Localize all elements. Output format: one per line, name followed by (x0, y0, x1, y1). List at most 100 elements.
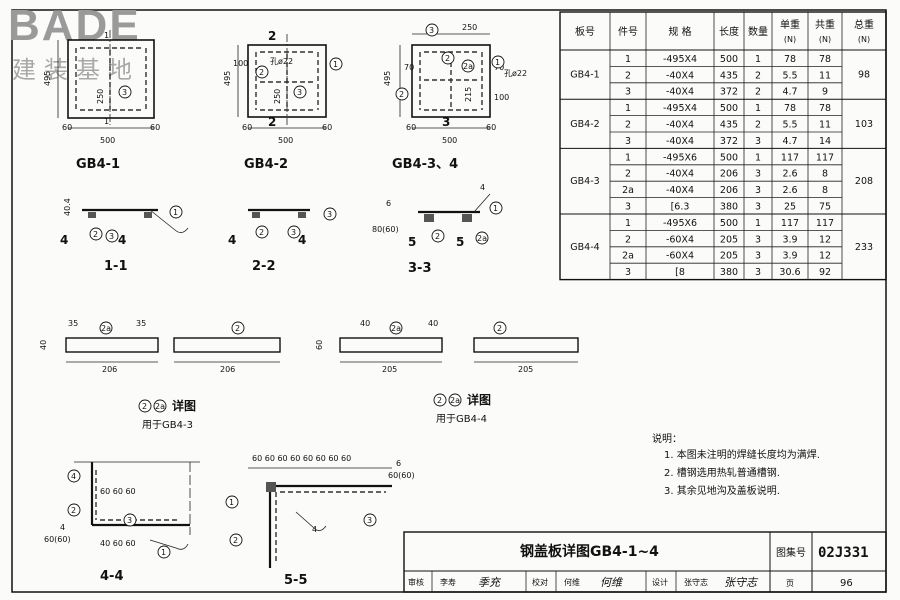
gb41-side-b: 60 (150, 123, 160, 132)
table-cell: 2 (625, 120, 631, 131)
tb-page-no: 96 (840, 578, 853, 589)
gb42-side-a: 60 (242, 123, 252, 132)
gb41-inner: 250 (96, 89, 105, 104)
svg-text:2: 2 (259, 228, 264, 237)
table-cell: 1 (755, 218, 761, 229)
table-cell: 2.6 (782, 169, 797, 180)
table-board-2: GB4-3 (570, 176, 599, 187)
table-header-6: 共重 (815, 18, 835, 31)
table-cell: 3 (625, 202, 631, 213)
s44-title: 4-4 (100, 569, 124, 584)
s44-dims-row: 60 60 60 (100, 487, 136, 496)
svg-text:1: 1 (333, 60, 338, 69)
d2-title: 详图 (467, 392, 491, 407)
table-unit-7: (N) (858, 35, 870, 44)
s55-dims-row: 60 60 60 60 60 60 60 60 (252, 454, 351, 463)
tb-designer: 张守志 (684, 577, 708, 587)
section-4-4: 60 60 60 40 60 60 4 60(60) 4 2 3 1 4-4 (44, 461, 200, 584)
s33-dim-b: 80(60) (372, 225, 399, 234)
tb-reviewer: 李寿 (440, 577, 456, 587)
svg-text:2: 2 (142, 402, 147, 411)
tb-atlas-no: 02J331 (818, 545, 869, 561)
svg-text:1: 1 (495, 58, 500, 67)
gb42-side-b: 60 (322, 123, 332, 132)
s33-title: 3-3 (408, 261, 432, 276)
table-cell: 30.6 (779, 267, 800, 278)
d2-use: 用于GB4-4 (436, 414, 487, 425)
d1-35b: 35 (136, 319, 146, 328)
svg-text:3: 3 (122, 88, 127, 97)
table-header-3: 长度 (719, 25, 739, 38)
plan-gb4-1: 500 495 250 1 1 3 60 60 GB4-1 (43, 30, 160, 172)
tb-title: 钢盖板详图GB4-1~4 (520, 543, 659, 560)
gb434-title: GB4-3、4 (392, 157, 458, 172)
table-cell: 4.7 (782, 87, 797, 98)
table-cell: 380 (720, 202, 738, 213)
table-cell: 11 (819, 70, 831, 81)
svg-text:3: 3 (367, 516, 372, 525)
section-5-5: 60 60 60 60 60 60 60 60 6 60(60) 4 1 2 3… (225, 454, 415, 588)
table-cell: 2 (755, 70, 761, 81)
gb42-dim-width: 500 (278, 136, 293, 145)
table-cell: 500 (720, 152, 738, 163)
logo-brand: BADE (8, 1, 141, 50)
table-cell: 3 (755, 202, 761, 213)
d2-len-a: 205 (382, 365, 397, 374)
table-board-3: GB4-4 (570, 242, 599, 253)
table-cell: -40X4 (666, 136, 694, 147)
table-board-1: GB4-2 (570, 119, 599, 130)
plan-gb4-3-4: 250 500 495 70 70 215 100 孔ø22 3 3 2 2a … (383, 23, 527, 172)
table-cell: 92 (819, 267, 831, 278)
d2-60: 60 (315, 340, 324, 350)
table-cell: 5.5 (782, 70, 797, 81)
table-cell: 2.6 (782, 185, 797, 196)
gb434-dim-top: 250 (462, 23, 477, 32)
svg-text:1: 1 (161, 548, 166, 557)
gb42-title: GB4-2 (244, 157, 288, 172)
gb42-dim-100: 100 (233, 59, 248, 68)
svg-text:2a: 2a (477, 234, 487, 243)
s33-dim-a: 6 (386, 199, 391, 208)
table-cell: 1 (755, 54, 761, 65)
table-cell: 1 (625, 103, 631, 114)
svg-text:3: 3 (127, 516, 132, 525)
s22-title: 2-2 (252, 259, 276, 274)
table-cell: 500 (720, 218, 738, 229)
svg-text:3: 3 (297, 88, 302, 97)
s55-weld: 4 (312, 525, 317, 534)
s44-dims-col: 40 60 60 (100, 539, 136, 548)
table-total-0: 98 (858, 70, 870, 81)
table-cell: 1 (755, 103, 761, 114)
svg-text:2: 2 (445, 54, 450, 63)
table-cell: -40X4 (666, 87, 694, 98)
detail-gb4-3: 206 206 35 35 40 2a 2 2 2a 详图 用于GB4-3 (39, 319, 281, 431)
gb42-hole: 孔ø22 (270, 57, 293, 66)
table-cell: -60X4 (666, 234, 694, 245)
table-cell: 2 (755, 87, 761, 98)
svg-text:1: 1 (173, 208, 178, 217)
tb-atlas-label: 图集号 (776, 546, 806, 559)
table-header-1: 件号 (618, 26, 638, 38)
section-2-2: 2 3 3 4 4 2-2 (228, 207, 337, 274)
s33-weld: 4 (480, 183, 485, 192)
table-cell: 8 (822, 169, 828, 180)
table-cell: 117 (816, 152, 834, 163)
d1-len-b: 206 (220, 365, 235, 374)
gb41-side-a: 60 (62, 123, 72, 132)
table-cell: 206 (720, 185, 738, 196)
gb434-dim-100: 100 (494, 93, 509, 102)
gb41-cut-top: 1 (104, 31, 109, 40)
table-cell: 2a (622, 251, 634, 262)
svg-text:2a: 2a (463, 62, 473, 71)
s11-mark-b: 4 (118, 233, 126, 247)
table-cell: 372 (720, 136, 738, 147)
table-header-7: 总重 (854, 18, 874, 31)
table-cell: 78 (819, 54, 831, 65)
table-cell: 25 (784, 202, 796, 213)
svg-text:2: 2 (437, 396, 442, 405)
s11-mark-a: 4 (60, 233, 68, 247)
d1-35a: 35 (68, 319, 78, 328)
table-cell: -40X4 (666, 120, 694, 131)
